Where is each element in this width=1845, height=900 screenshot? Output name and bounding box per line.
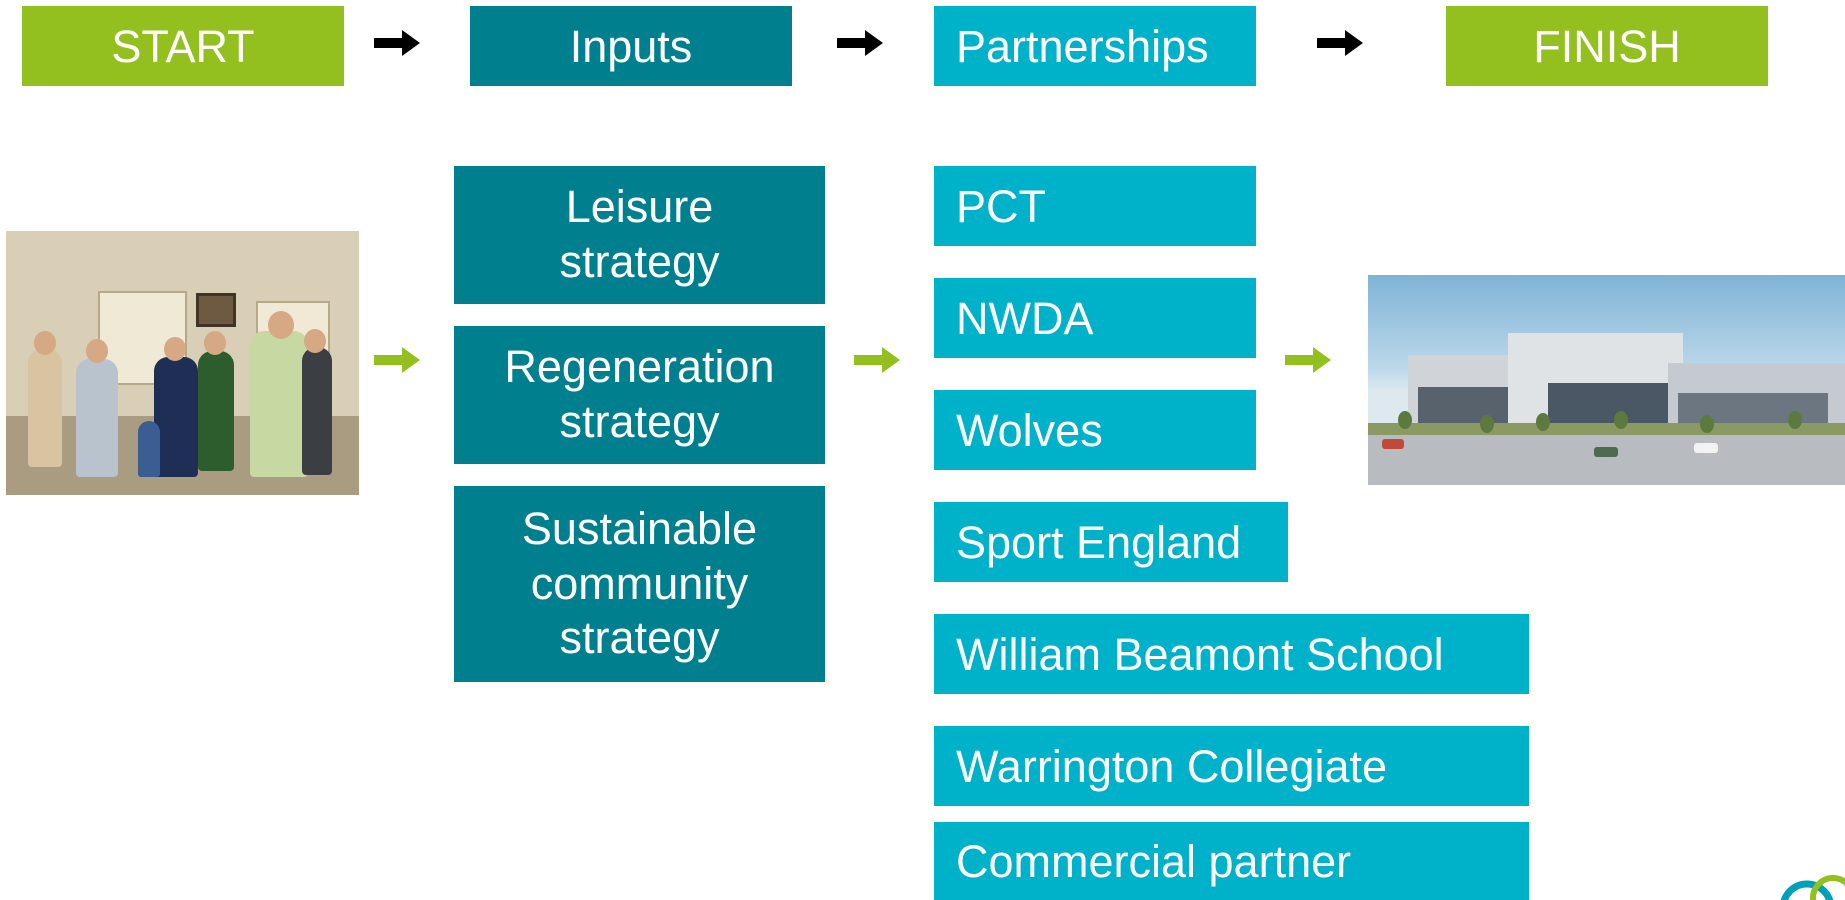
partner-box-sport-england: Sport England	[934, 502, 1288, 582]
inputs-header-box: Inputs	[470, 6, 792, 86]
input-line: community	[530, 557, 749, 609]
right-arrow-icon	[374, 347, 420, 373]
right-arrow-icon	[854, 347, 900, 373]
input-line: Regeneration	[504, 341, 775, 393]
partner-box-william-beamont-school: William Beamont School	[934, 614, 1529, 694]
input-line: strategy	[559, 612, 720, 664]
partner-box-nwda: NWDA	[934, 278, 1256, 358]
community-consultation-photo	[6, 231, 359, 495]
partner-box-pct: PCT	[934, 166, 1256, 246]
input-line: Sustainable	[521, 502, 758, 554]
input-line: strategy	[559, 396, 720, 447]
partnerships-header-box: Partnerships	[934, 6, 1256, 86]
input-line: Leisure	[565, 181, 714, 233]
partner-box-wolves: Wolves	[934, 390, 1256, 470]
right-arrow-icon	[1285, 347, 1331, 373]
right-arrow-icon	[1317, 30, 1363, 56]
start-box: START	[22, 6, 344, 86]
input-line: strategy	[559, 236, 720, 287]
leisure-centre-render-image	[1368, 275, 1845, 485]
right-arrow-icon	[374, 30, 420, 56]
council-logo	[1780, 875, 1845, 900]
input-box-regeneration: Regeneration strategy	[454, 326, 825, 464]
input-box-leisure: Leisure strategy	[454, 166, 825, 304]
partner-box-commercial-partner: Commercial partner	[934, 822, 1529, 900]
partner-box-warrington-collegiate: Warrington Collegiate	[934, 726, 1529, 806]
right-arrow-icon	[837, 30, 883, 56]
finish-box: FINISH	[1446, 6, 1768, 86]
input-box-sustainable-community: Sustainable community strategy	[454, 486, 825, 682]
